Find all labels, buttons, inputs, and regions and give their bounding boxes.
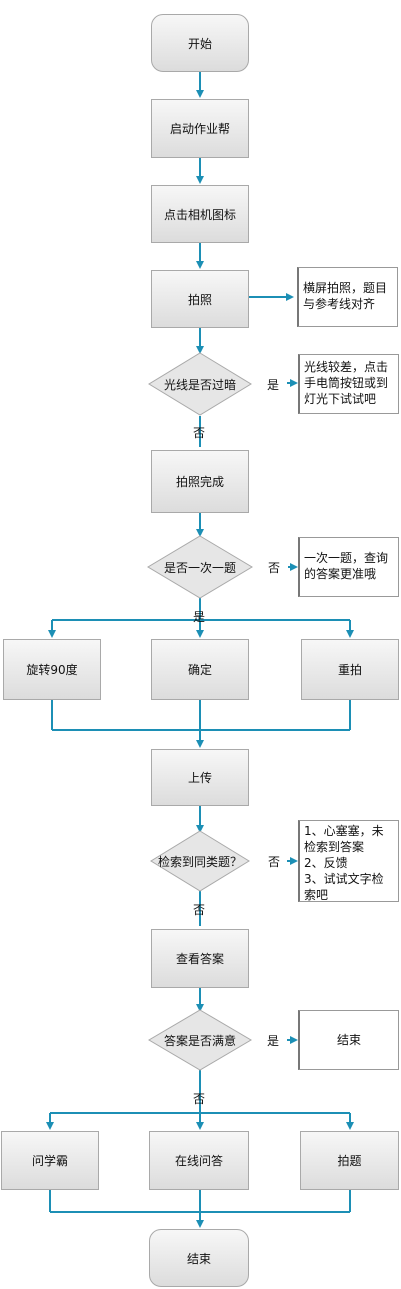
confirm-node: 确定 (151, 639, 249, 700)
note-light: 光线较差，点击 手电筒按钮或到 灯光下试试吧 (298, 354, 399, 414)
note-not-found-line: 2、反馈 (304, 856, 348, 870)
view-answer-node: 查看答案 (151, 929, 249, 988)
note-light-line: 手电筒按钮或到 (304, 376, 389, 390)
light-check-label: 光线是否过暗 (163, 378, 236, 392)
edge-label-light-yes: 是 (267, 378, 280, 392)
edge-label-light-no: 否 (193, 426, 206, 440)
note-landscape: 横屏拍照，题目 与参考线对齐 (297, 267, 398, 327)
end-node: 结束 (149, 1229, 249, 1287)
reshoot-node: 重拍 (301, 639, 399, 700)
tap-camera-icon-node: 点击相机图标 (151, 185, 249, 243)
decision-diamond-light (148, 352, 252, 416)
satisfied-check-label: 答案是否满意 (163, 1034, 236, 1048)
note-not-found-line: 3、试试文字检 (304, 872, 384, 886)
note-light-line: 灯光下试试吧 (304, 392, 377, 406)
one-question-check-label: 是否一次一题 (163, 561, 236, 575)
decision-diamond-one (147, 535, 253, 599)
edge-label-found-no-right: 否 (268, 855, 281, 869)
start-node: 开始 (151, 14, 249, 72)
upload-node: 上传 (151, 749, 249, 806)
photo-done-node: 拍照完成 (151, 450, 249, 513)
decision-diamond-found (150, 830, 250, 892)
note-not-found-line: 检索到答案 (304, 840, 365, 854)
end-right-node: 结束 (298, 1010, 399, 1070)
launch-app-node: 启动作业帮 (151, 99, 249, 158)
take-photo-node: 拍照 (151, 270, 249, 328)
note-one-by-one-line: 的答案更准哦 (304, 567, 377, 581)
ask-expert-node: 问学霸 (1, 1131, 99, 1190)
online-qa-node: 在线问答 (149, 1131, 249, 1190)
shoot-question-node: 拍题 (300, 1131, 399, 1190)
edge-label-found-no-down: 否 (193, 903, 206, 917)
note-landscape-line: 与参考线对齐 (303, 297, 376, 311)
found-similar-check-label: 检索到同类题？ (157, 855, 242, 869)
note-one-by-one: 一次一题，查询 的答案更准哦 (298, 537, 399, 597)
edge-label-satisfied-no: 否 (193, 1092, 206, 1106)
edge-label-one-yes: 是 (193, 610, 206, 624)
rotate-node: 旋转90度 (3, 639, 101, 700)
note-not-found: 1、心塞塞，未 检索到答案 2、反馈 3、试试文字检 索吧 (298, 820, 399, 902)
note-not-found-line: 1、心塞塞，未 (304, 824, 384, 838)
note-landscape-line: 横屏拍照，题目 (303, 281, 388, 295)
note-one-by-one-line: 一次一题，查询 (304, 551, 389, 565)
decision-diamond-satisfied (148, 1009, 252, 1071)
note-not-found-line: 索吧 (304, 888, 329, 902)
note-light-line: 光线较差，点击 (304, 360, 389, 374)
edge-label-one-no: 否 (268, 561, 281, 575)
edge-label-satisfied-yes: 是 (267, 1034, 280, 1048)
